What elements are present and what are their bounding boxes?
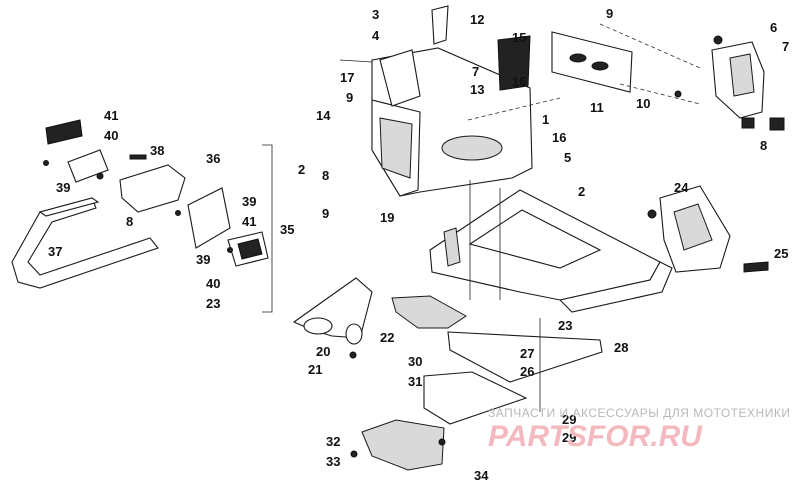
callout-27: 28 bbox=[614, 340, 628, 355]
callout-8a: 8 bbox=[322, 168, 329, 183]
callout-14: 14 bbox=[316, 108, 331, 123]
callout-9a: 9 bbox=[346, 90, 353, 105]
callout-18: 19 bbox=[380, 210, 394, 225]
callout-8c: 8 bbox=[760, 138, 767, 153]
callout-17: 17 bbox=[340, 70, 354, 85]
callout-39c: 40 bbox=[206, 276, 220, 291]
callout-28b: 29 bbox=[562, 430, 576, 445]
callout-6: 6 bbox=[770, 20, 777, 35]
callout-22: 23 bbox=[558, 318, 572, 333]
callout-38: 39 bbox=[196, 252, 210, 267]
callout-34: 35 bbox=[280, 222, 294, 237]
callout-9b: 9 bbox=[606, 6, 613, 21]
callout-15: 15 bbox=[512, 30, 526, 45]
callout-2a: 2 bbox=[298, 162, 305, 177]
callout-12: 12 bbox=[470, 12, 484, 27]
callout-41b: 23 bbox=[206, 296, 220, 311]
side-bracket bbox=[647, 185, 769, 273]
callout-21: 22 bbox=[380, 330, 394, 345]
callout-9c: 9 bbox=[322, 206, 329, 221]
callout-8b: 8 bbox=[126, 214, 133, 229]
callout-labels: 3 4 12 15 16 17 9 7 13 14 9 11 10 1 16 5… bbox=[48, 6, 789, 483]
watermark-logo: PARTSFOR.RU bbox=[488, 420, 703, 453]
callout-33: 34 bbox=[474, 468, 489, 483]
watermark-tagline: ЗАПЧАСТИ И АКСЕССУАРЫ ДЛЯ МОТОТЕХНИКИ bbox=[488, 406, 790, 420]
callout-10: 10 bbox=[636, 96, 650, 111]
callout-29: 30 bbox=[408, 354, 422, 369]
lower-front-frame bbox=[429, 180, 673, 313]
callout-7a: 7 bbox=[472, 64, 479, 79]
callout-28a: 29 bbox=[562, 412, 576, 427]
callout-35: 36 bbox=[206, 151, 220, 166]
callout-39a: 39 bbox=[56, 180, 70, 195]
callout-7b: 7 bbox=[782, 39, 789, 54]
callout-37: 38 bbox=[150, 143, 164, 158]
right-mount-bracket bbox=[674, 35, 785, 131]
callout-41a: 41 bbox=[104, 108, 118, 123]
callout-5: 5 bbox=[564, 150, 571, 165]
callout-3: 3 bbox=[372, 7, 379, 22]
callout-23: 24 bbox=[674, 180, 689, 195]
callout-32: 33 bbox=[326, 454, 340, 469]
front-bumper-assembly bbox=[11, 119, 273, 313]
callout-36: 37 bbox=[48, 244, 62, 259]
callout-19: 20 bbox=[316, 344, 330, 359]
lower-parts bbox=[292, 277, 603, 471]
callout-11: 11 bbox=[590, 100, 604, 115]
callout-40b: 41 bbox=[242, 214, 256, 229]
callout-24: 25 bbox=[774, 246, 788, 261]
callout-20: 21 bbox=[308, 362, 322, 377]
callout-4: 4 bbox=[372, 28, 380, 43]
callout-39b: 39 bbox=[242, 194, 256, 209]
callout-16a: 16 bbox=[512, 74, 526, 89]
callout-26: 27 bbox=[520, 346, 534, 361]
bulkhead-frame bbox=[339, 5, 701, 197]
callout-31: 32 bbox=[326, 434, 340, 449]
callout-30: 31 bbox=[408, 374, 422, 389]
callout-40a: 40 bbox=[104, 128, 118, 143]
callout-13: 13 bbox=[470, 82, 484, 97]
callout-25: 26 bbox=[520, 364, 534, 379]
watermark: ЗАПЧАСТИ И АКСЕССУАРЫ ДЛЯ МОТОТЕХНИКИ PA… bbox=[488, 406, 790, 453]
callout-1: 1 bbox=[542, 112, 549, 127]
callout-16b: 16 bbox=[552, 130, 566, 145]
callout-2b: 2 bbox=[578, 184, 585, 199]
